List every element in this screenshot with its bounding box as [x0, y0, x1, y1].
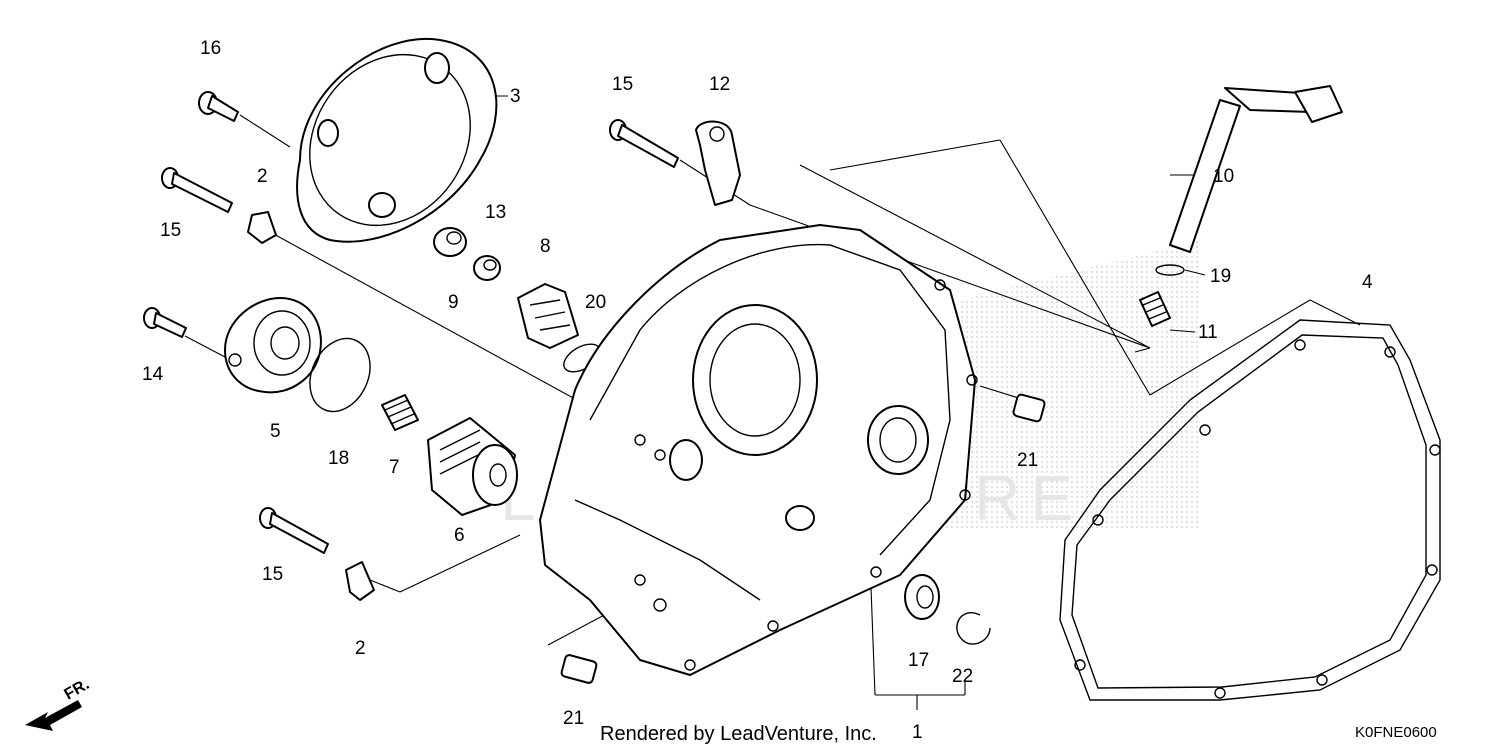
part-4-gasket: [1059, 319, 1441, 701]
part-2-clamp-b: [345, 561, 375, 601]
callout-9: 9: [448, 292, 459, 313]
callout-12: 12: [709, 74, 730, 95]
callout-22: 22: [952, 666, 973, 687]
front-direction-arrow-icon: FR.: [25, 676, 92, 731]
part-16-bolt: [198, 91, 239, 122]
part-15-bolt-b: [161, 167, 233, 213]
part-2-clamp-a: [247, 211, 277, 244]
part-3-cover-plate: [296, 37, 498, 243]
callout-10: 10: [1213, 166, 1234, 187]
callout-13: 13: [485, 202, 506, 223]
part-21-dowel-a: [1012, 393, 1046, 423]
part-5-filter-cap: [224, 297, 322, 394]
part-22-circlip: [956, 612, 991, 645]
callout-21: 21: [563, 708, 584, 729]
part-1-crankcase-cover: [539, 224, 978, 676]
part-10-kick-shaft: [1169, 85, 1343, 253]
rendered-by-credit: Rendered by LeadVenture, Inc.: [600, 723, 877, 745]
callout-15: 15: [160, 220, 181, 241]
part-8-plug: [517, 283, 579, 349]
part-15-bolt-a: [609, 119, 679, 168]
callout-8: 8: [540, 236, 551, 257]
part-7-spring: [381, 394, 419, 431]
part-21-dowel-b: [560, 654, 598, 684]
callout-6: 6: [454, 525, 465, 546]
callout-21: 21: [1017, 450, 1038, 471]
callout-15: 15: [262, 564, 283, 585]
callout-19: 19: [1210, 266, 1231, 287]
callout-14: 14: [142, 364, 164, 385]
callout-17: 17: [908, 650, 929, 671]
part-9-grommet: [433, 227, 467, 257]
part-15-bolt-c: [259, 507, 329, 554]
part-12-bracket: [695, 120, 741, 206]
part-17-seal: [904, 574, 940, 620]
part-18-o-ring: [309, 337, 371, 413]
callout-4: 4: [1362, 272, 1373, 293]
callout-5: 5: [270, 421, 281, 442]
callout-11: 11: [1198, 322, 1218, 343]
part-13-collar: [473, 255, 501, 281]
callout-3: 3: [510, 86, 521, 107]
callout-2: 2: [355, 638, 366, 659]
direction-label: FR.: [62, 676, 93, 704]
part-11-spring: [1139, 291, 1171, 327]
callout-18: 18: [328, 448, 349, 469]
part-14-bolt: [143, 307, 187, 338]
callout-15: 15: [612, 74, 633, 95]
callouts: 16 3 15 12 10 2 15 13 8 20 9 19 4 11 14 …: [142, 38, 1373, 743]
callout-1: 1: [912, 722, 923, 743]
leader-lines: [184, 95, 1361, 710]
callout-7: 7: [389, 457, 400, 478]
part-19-clip: [1155, 264, 1185, 276]
part-6-oil-filter: [427, 417, 518, 516]
callout-16: 16: [200, 38, 221, 59]
callout-2: 2: [257, 166, 268, 187]
diagram-code: K0FNE0600: [1355, 724, 1437, 741]
callout-20: 20: [585, 292, 606, 313]
